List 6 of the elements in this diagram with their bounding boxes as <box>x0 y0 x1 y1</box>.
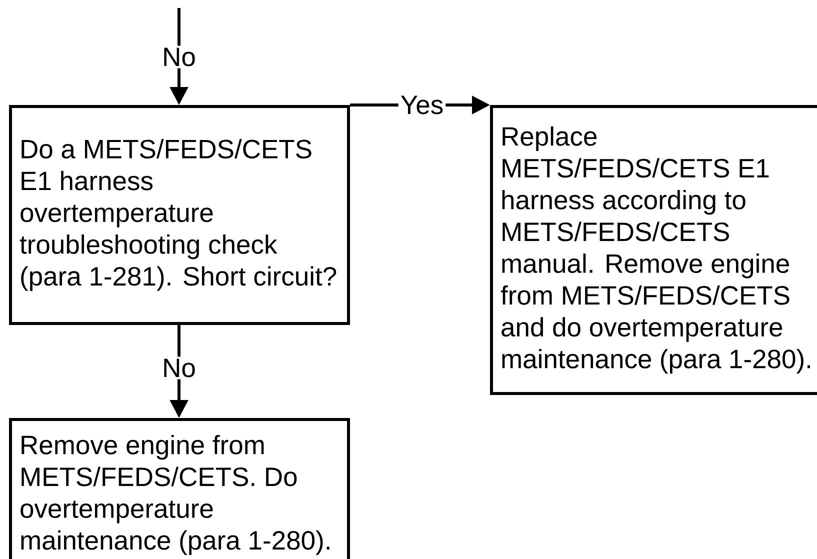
process-box: Replace METS/FEDS/CETS E1 harness according to METS/FEDS/CETS manual. Remove engine from METS/FEDS/CETS and do overtemperature maintenance (para 1-280). <box>490 105 817 395</box>
edge-label: Yes <box>398 94 446 116</box>
process-box: Remove engine from METS/FEDS/CETS. Do overtemperature maintenance (para 1-280). <box>9 418 350 559</box>
process-box: Do a METS/FEDS/CETS E1 harness overtemperature troubleshooting check (para 1-281). Short circuit? <box>9 105 350 325</box>
edge-label: No <box>160 46 198 68</box>
edge-label: No <box>160 356 198 380</box>
